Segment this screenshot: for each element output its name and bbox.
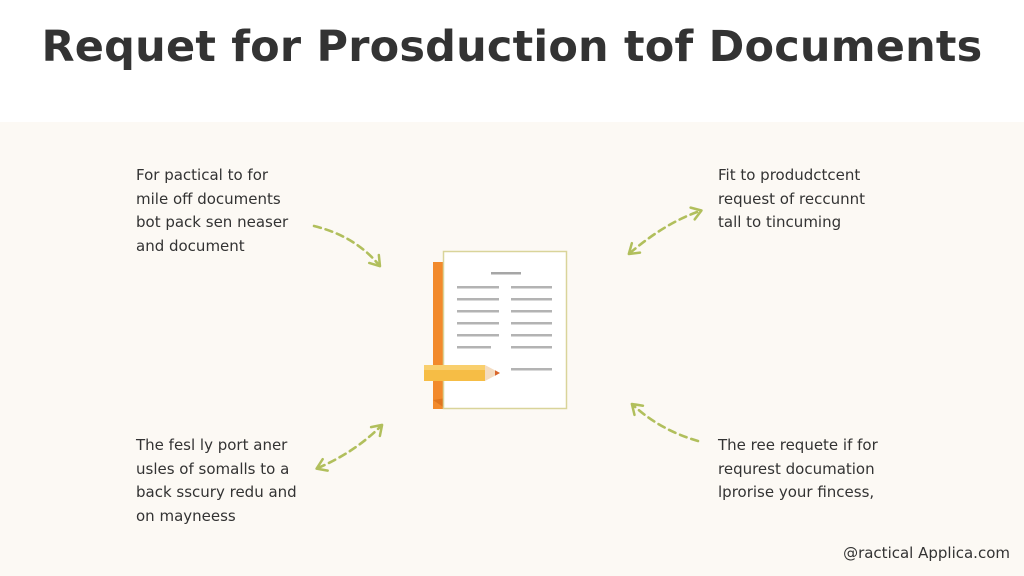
- note-line: The ree requete if for: [718, 436, 878, 454]
- note-line: and document: [136, 236, 245, 255]
- note-line: The fesl ly port aner: [136, 436, 288, 454]
- note-line: bot pack sen neaser: [136, 213, 289, 231]
- note-bottom-left: The fesl ly port aner usles of somalls t…: [136, 434, 297, 528]
- note-line: lprorise your fincess,: [718, 483, 875, 501]
- note-line: request of reccunnt: [718, 189, 865, 208]
- note-top-left: For pactical to for mile off documents b…: [136, 164, 288, 258]
- dashed-arrow-icon: [630, 402, 700, 443]
- dashed-arrow-icon: [315, 423, 384, 472]
- note-line: back sscury redu and: [136, 483, 297, 501]
- page-title: Requet for Prosduction tof Documents: [41, 22, 983, 72]
- note-line: requrest documation: [718, 459, 875, 478]
- note-bottom-right: The ree requete if for requrest documati…: [718, 434, 878, 505]
- note-line: tall to tincuming: [718, 213, 842, 231]
- dashed-arrow-icon: [627, 206, 703, 256]
- note-line: mile off documents: [136, 189, 281, 208]
- document-with-pencil-icon: [424, 250, 568, 410]
- note-line: usles of somalls to a: [136, 459, 290, 478]
- note-line: Fit to produdctcent: [718, 166, 861, 184]
- note-top-right: Fit to produdctcent request of reccunnt …: [718, 164, 865, 235]
- note-line: For pactical to for: [136, 166, 269, 184]
- dashed-arrow-icon: [312, 224, 382, 268]
- note-line: on mayneess: [136, 506, 236, 525]
- footer-credit: @ractical Applica.com: [843, 544, 1010, 562]
